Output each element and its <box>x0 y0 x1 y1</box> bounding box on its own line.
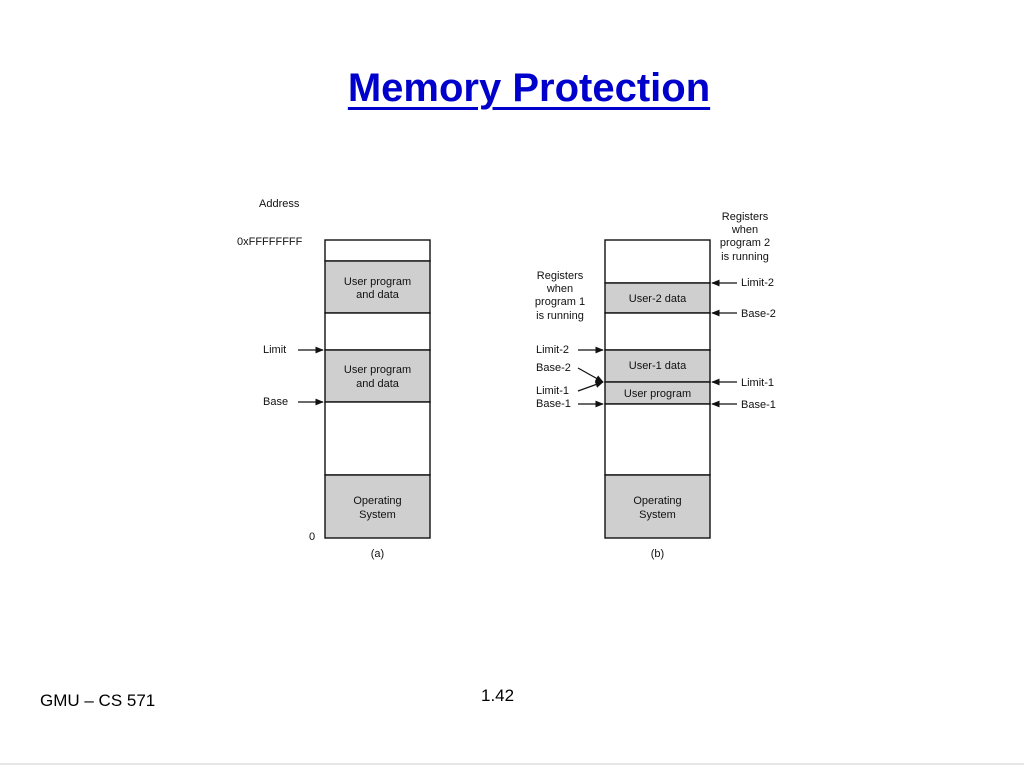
right-limit1-label: Limit-1 <box>741 377 774 389</box>
free-segment-top <box>604 239 711 284</box>
left-base1-label: Base-1 <box>536 398 571 410</box>
program2-note-line: program 2 <box>720 237 770 249</box>
left-limit1-label: Limit-1 <box>536 385 569 397</box>
segment-label: System <box>639 509 676 521</box>
program1-note-line: is running <box>536 310 584 322</box>
operating-system-segment <box>604 474 711 539</box>
operating-system-segment <box>324 474 431 539</box>
left-limit1-arrow <box>577 381 604 392</box>
user2-data-segment <box>604 282 711 314</box>
slide-title: Memory Protection <box>347 66 711 110</box>
left-limit2-label: Limit-2 <box>536 344 569 356</box>
free-segment-bottom <box>604 403 711 476</box>
figure-a-caption: (a) <box>371 548 384 560</box>
free-segment-middle <box>604 312 711 351</box>
program2-note-line: Registers <box>722 211 769 223</box>
base-label: Base <box>263 396 288 408</box>
user-program-segment-upper <box>324 260 431 314</box>
segment-label: User program <box>344 364 411 376</box>
left-base2-label: Base-2 <box>536 362 571 374</box>
free-segment-middle <box>324 312 431 351</box>
limit-label: Limit <box>263 344 286 356</box>
program2-note-line: is running <box>721 251 769 263</box>
bottom-divider <box>0 763 1024 765</box>
right-base2-label: Base-2 <box>741 308 776 320</box>
segment-label: System <box>359 509 396 521</box>
segment-label: Operating <box>633 495 681 507</box>
user-program-segment-lower <box>324 349 431 403</box>
free-segment-top <box>324 239 431 262</box>
right-limit2-label: Limit-2 <box>741 277 774 289</box>
left-base2-arrow <box>577 367 604 383</box>
figure-b-caption: (b) <box>651 548 664 560</box>
segment-label: and data <box>356 289 400 301</box>
segment-label: User program <box>624 388 691 400</box>
segment-label: and data <box>356 378 400 390</box>
segment-label: User program <box>344 276 411 288</box>
address-header: Address <box>259 198 300 210</box>
top-address-label: 0xFFFFFFFF <box>237 236 303 248</box>
bottom-address-label: 0 <box>309 531 315 543</box>
footer-course-label: GMU – CS 571 <box>40 691 156 710</box>
program1-note-line: when <box>546 283 573 295</box>
segment-label: Operating <box>353 495 401 507</box>
segment-label: User-1 data <box>629 360 687 372</box>
program1-note-line: program 1 <box>535 296 585 308</box>
user1-data-segment <box>604 349 711 383</box>
program2-note-line: when <box>731 224 758 236</box>
figure-b: User-2 data User-1 data User program Ope… <box>535 211 776 560</box>
segment-label: User-2 data <box>629 293 687 305</box>
right-base1-label: Base-1 <box>741 399 776 411</box>
free-segment-bottom <box>324 401 431 476</box>
program1-note-line: Registers <box>537 270 584 282</box>
figure-a: Address 0xFFFFFFFF 0 User program and da… <box>237 198 431 560</box>
page-number: 1.42 <box>481 686 515 705</box>
